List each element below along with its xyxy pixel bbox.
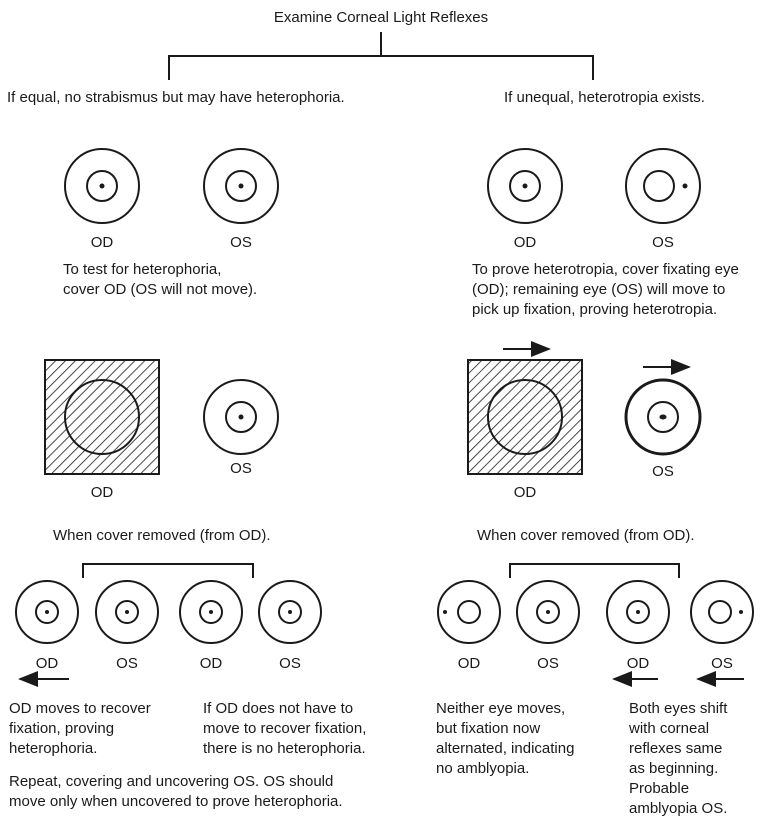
right-covered-label-os: OS: [652, 463, 674, 480]
right-covered-label-od: OD: [514, 484, 537, 501]
left-covered-label-od: OD: [91, 484, 114, 501]
right-note-b-line-4: as beginning.: [629, 760, 718, 777]
right-note-b-line-1: Both eyes shift: [629, 700, 728, 717]
top-bracket: [168, 32, 594, 80]
right-note-a-line-3: alternated, indicating: [436, 740, 574, 757]
right-note-b: Both eyes shift with corneal reflexes sa…: [628, 700, 732, 817]
right-note-a: Neither eye moves, but fixation now alte…: [436, 700, 579, 777]
right-label-os: OS: [652, 234, 674, 251]
right-note-a-line-1: Neither eye moves,: [436, 700, 565, 717]
left-covered-label-os: OS: [230, 460, 252, 477]
right-row-label-2: OS: [537, 655, 559, 672]
left-removed-bracket: [82, 563, 254, 578]
left-note-b-line-1: If OD does not have to: [203, 700, 353, 717]
right-row-label-3: OD: [627, 655, 650, 672]
left-heading: If equal, no strabismus but may have het…: [7, 89, 345, 106]
left-row-eye-4: [258, 580, 322, 644]
right-instruction-line-3: pick up fixation, proving heterotropia.: [472, 301, 717, 318]
left-footer-line-2: move only when uncovered to prove hetero…: [9, 793, 343, 810]
left-row-label-3: OD: [200, 655, 223, 672]
left-note-b-line-3: there is no heterophoria.: [203, 740, 366, 757]
right-note-a-line-4: no amblyopia.: [436, 760, 529, 777]
right-instruction-line-2: (OD); remaining eye (OS) will move to: [472, 281, 725, 298]
left-note-b: If OD does not have to move to recover f…: [203, 700, 371, 757]
left-instruction-line-2: cover OD (OS will not move).: [63, 281, 257, 298]
right-instruction: To prove heterotropia, cover fixating ey…: [472, 261, 743, 318]
right-row-eye-4: [690, 580, 754, 644]
left-covered-od: [44, 359, 160, 475]
right-note-b-line-3: reflexes same: [629, 740, 722, 757]
right-row-label-4: OS: [711, 655, 733, 672]
left-footer: Repeat, covering and uncovering OS. OS s…: [9, 773, 343, 810]
left-removed-heading: When cover removed (from OD).: [53, 527, 271, 544]
diagram-title: Examine Corneal Light Reflexes: [274, 9, 488, 26]
left-row-eye-1: [15, 580, 79, 644]
left-row-eye-3: [179, 580, 243, 644]
right-row-eye-3: [606, 580, 670, 644]
left-instruction: To test for heterophoria, cover OD (OS w…: [63, 261, 257, 298]
left-label-os: OS: [230, 234, 252, 251]
right-row-eye-2: [516, 580, 580, 644]
left-footer-line-1: Repeat, covering and uncovering OS. OS s…: [9, 773, 333, 790]
left-note-b-line-2: move to recover fixation,: [203, 720, 366, 737]
left-uncovered-os: [203, 379, 279, 455]
right-eye-os: [625, 148, 701, 224]
left-row-eye-2: [95, 580, 159, 644]
left-note-a-line-3: heterophoria.: [9, 740, 97, 757]
right-note-b-line-2: with corneal: [628, 720, 709, 737]
left-row-label-4: OS: [279, 655, 301, 672]
right-eye-od: [487, 148, 563, 224]
right-row-eye-1: [437, 580, 501, 644]
right-row-label-1: OD: [458, 655, 481, 672]
left-eye-os: [203, 148, 279, 224]
right-note-a-line-2: but fixation now: [436, 720, 540, 737]
left-label-od: OD: [91, 234, 114, 251]
right-note-b-line-5: Probable: [629, 780, 689, 797]
right-label-od: OD: [514, 234, 537, 251]
left-instruction-line-1: To test for heterophoria,: [63, 261, 221, 278]
left-row-label-1: OD: [36, 655, 59, 672]
right-note-b-line-6: amblyopia OS.: [629, 800, 727, 817]
right-removed-bracket: [509, 563, 680, 578]
left-eye-od: [64, 148, 140, 224]
left-note-a-line-2: fixation, proving: [9, 720, 114, 737]
right-moving-os: [624, 378, 702, 456]
left-note-a-line-1: OD moves to recover: [9, 700, 151, 717]
right-instruction-line-1: To prove heterotropia, cover fixating ey…: [472, 261, 739, 278]
right-heading: If unequal, heterotropia exists.: [504, 89, 705, 106]
left-note-a: OD moves to recover fixation, proving he…: [9, 700, 155, 757]
right-removed-heading: When cover removed (from OD).: [477, 527, 695, 544]
right-covered-od: [467, 359, 583, 475]
left-row-label-2: OS: [116, 655, 138, 672]
